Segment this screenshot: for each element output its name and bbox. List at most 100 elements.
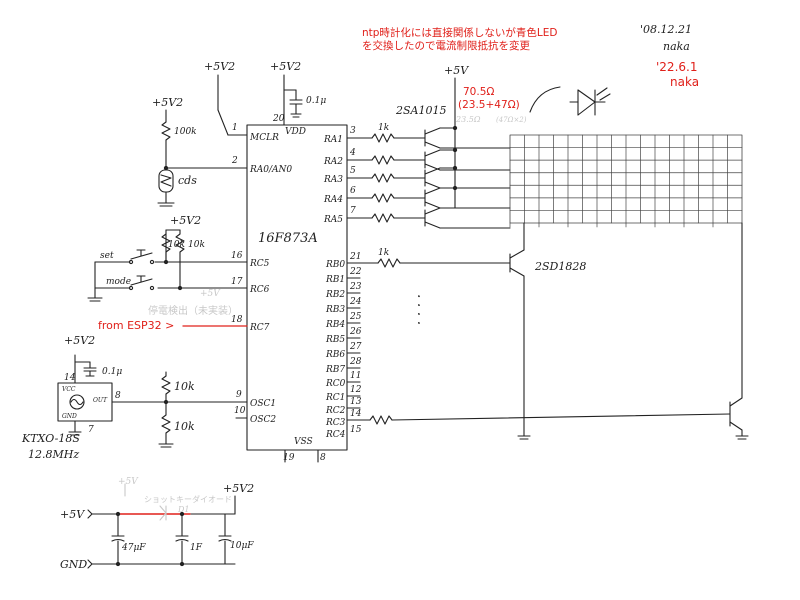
vcc-pnp-label: +5V — [444, 64, 469, 77]
pin-osc2: OSC2 — [250, 415, 276, 425]
continuation-dots: · · · · — [410, 294, 426, 325]
pin-mclr: MCLR — [249, 133, 279, 143]
pin-num-8: 8 — [320, 453, 326, 463]
vcc-vdd-label: +5V2 — [270, 60, 301, 73]
cds-label: cds — [178, 174, 197, 187]
pin-num-4: 4 — [349, 148, 356, 158]
pin-num-20: 20 — [272, 114, 285, 124]
pin-num-22: 22 — [349, 267, 362, 277]
npn-base-resistor-label: 1k — [378, 248, 389, 258]
pin-rb6: RB6 — [325, 350, 345, 360]
pin-num-17: 17 — [231, 277, 243, 287]
mode-switch-label: mode — [106, 277, 131, 287]
pin-num-6: 6 — [350, 186, 356, 196]
revision-note: ntp時計化には直接関係しないが青色LED を交換したので電流制限抵抗を変更 — [362, 27, 558, 53]
pin-num-21: 21 — [349, 252, 361, 262]
vcc-osc-label: +5V2 — [64, 334, 95, 347]
faded-vcc-label: +5V — [200, 289, 221, 299]
faded-old-resistor: 23.5Ω — [455, 115, 481, 124]
pin-ra4: RA4 — [323, 195, 343, 205]
output-5v2-label: +5V2 — [223, 482, 254, 495]
pin-rc3: RC3 — [325, 418, 346, 428]
pin-num-26: 26 — [349, 327, 362, 337]
input-5v-label: +5V — [60, 508, 85, 521]
pin-num-1: 1 — [232, 123, 238, 133]
from-esp32-label: from ESP32 > — [98, 319, 175, 332]
pin-num-24: 24 — [349, 297, 362, 307]
mcu-name: 16F873A — [258, 231, 318, 246]
osc-pin8: 8 — [115, 391, 121, 401]
vss-label: VSS — [294, 437, 313, 447]
cap-10uf-label: 10μF — [230, 541, 254, 551]
faded-old-resistor-detail: (47Ω×2) — [496, 116, 527, 124]
cap-47uf-label: 47μF — [121, 543, 146, 553]
vdd-label: VDD — [285, 127, 306, 137]
pin-num-15: 15 — [350, 425, 362, 435]
pin-num-19: 19 — [283, 453, 295, 463]
vcc-mclr-label: +5V2 — [204, 60, 235, 73]
revision-author: naka — [670, 75, 700, 89]
r-osc1-label: 10k — [174, 380, 195, 393]
pin-num-14: 14 — [350, 409, 362, 419]
vcc-switch-label: +5V2 — [170, 214, 201, 227]
pin-num-7: 7 — [350, 206, 356, 216]
osc-pin7: 7 — [88, 425, 94, 435]
pin-num-11: 11 — [350, 371, 361, 381]
pin-ra0: RA0/AN0 — [249, 165, 292, 175]
osc-model: KTXO-18S — [21, 432, 80, 445]
pin-osc1: OSC1 — [250, 399, 276, 409]
pin-rb3: RB3 — [325, 305, 345, 315]
pin-rb4: RB4 — [325, 320, 345, 330]
npn-part-label: 2SD1828 — [534, 260, 586, 273]
pin-num-23: 23 — [349, 282, 362, 292]
osc-frequency: 12.8MHz — [28, 448, 79, 461]
pin-num-25: 25 — [349, 312, 362, 322]
pin-rc6: RC6 — [249, 285, 270, 295]
pin-rc0: RC0 — [325, 379, 346, 389]
pin-num-13: 13 — [350, 397, 362, 407]
base-resistor-label: 1k — [378, 123, 389, 133]
pin-num-2: 2 — [231, 156, 238, 166]
pin-ra1: RA1 — [323, 135, 343, 145]
faded-d1-label: D1 — [177, 505, 190, 514]
pin-rb7: RB7 — [325, 365, 345, 375]
new-resistor-value: 70.5Ω — [463, 86, 495, 98]
osc-cap-label: 0.1μ — [102, 367, 122, 377]
new-resistor-detail: (23.5+47Ω) — [458, 99, 520, 111]
pin-rb0: RB0 — [325, 260, 345, 270]
pin-num-3: 3 — [350, 126, 356, 136]
cap-1f-label: 1F — [190, 543, 203, 553]
pin-rb1: RB1 — [325, 275, 345, 285]
gnd-label: GND — [60, 558, 87, 571]
pin-ra3: RA3 — [323, 175, 343, 185]
pin-num-18: 18 — [231, 315, 243, 325]
pin-rc1: RC1 — [325, 393, 345, 403]
pnp-part-label: 2SA1015 — [395, 104, 446, 117]
faded-power-detect-note: 停電検出（未実装） — [148, 304, 238, 317]
pin-num-16: 16 — [231, 251, 243, 261]
pin-num-28: 28 — [349, 357, 362, 367]
osc-gnd-pin: GND — [62, 413, 77, 420]
vcc-cds-label: +5V2 — [152, 96, 183, 109]
revision-note-line2: を交換したので電流制限抵抗を変更 — [362, 40, 530, 52]
osc-out-pin: OUT — [93, 397, 108, 404]
pin-num-10: 10 — [234, 406, 246, 416]
original-date: '08.12.21 — [640, 23, 692, 36]
pin-rc7: RC7 — [249, 323, 270, 333]
pin-ra2: RA2 — [323, 157, 343, 167]
pin-num-9: 9 — [236, 390, 242, 400]
pin-ra5: RA5 — [323, 215, 343, 225]
osc-pin14: 14 — [64, 373, 76, 383]
r-osc2-label: 10k — [174, 420, 195, 433]
pin-rc5: RC5 — [249, 259, 270, 269]
set-switch-label: set — [100, 251, 114, 261]
pin-num-27: 27 — [349, 342, 362, 352]
r-switch2-label: 10k — [188, 240, 205, 250]
r-cds-label: 100k — [174, 127, 197, 137]
revision-note-line1: ntp時計化には直接関係しないが青色LED — [362, 27, 558, 39]
vdd-cap-label: 0.1μ — [306, 96, 326, 106]
pin-num-5: 5 — [350, 166, 356, 176]
pnp-driver-rows — [346, 77, 511, 229]
